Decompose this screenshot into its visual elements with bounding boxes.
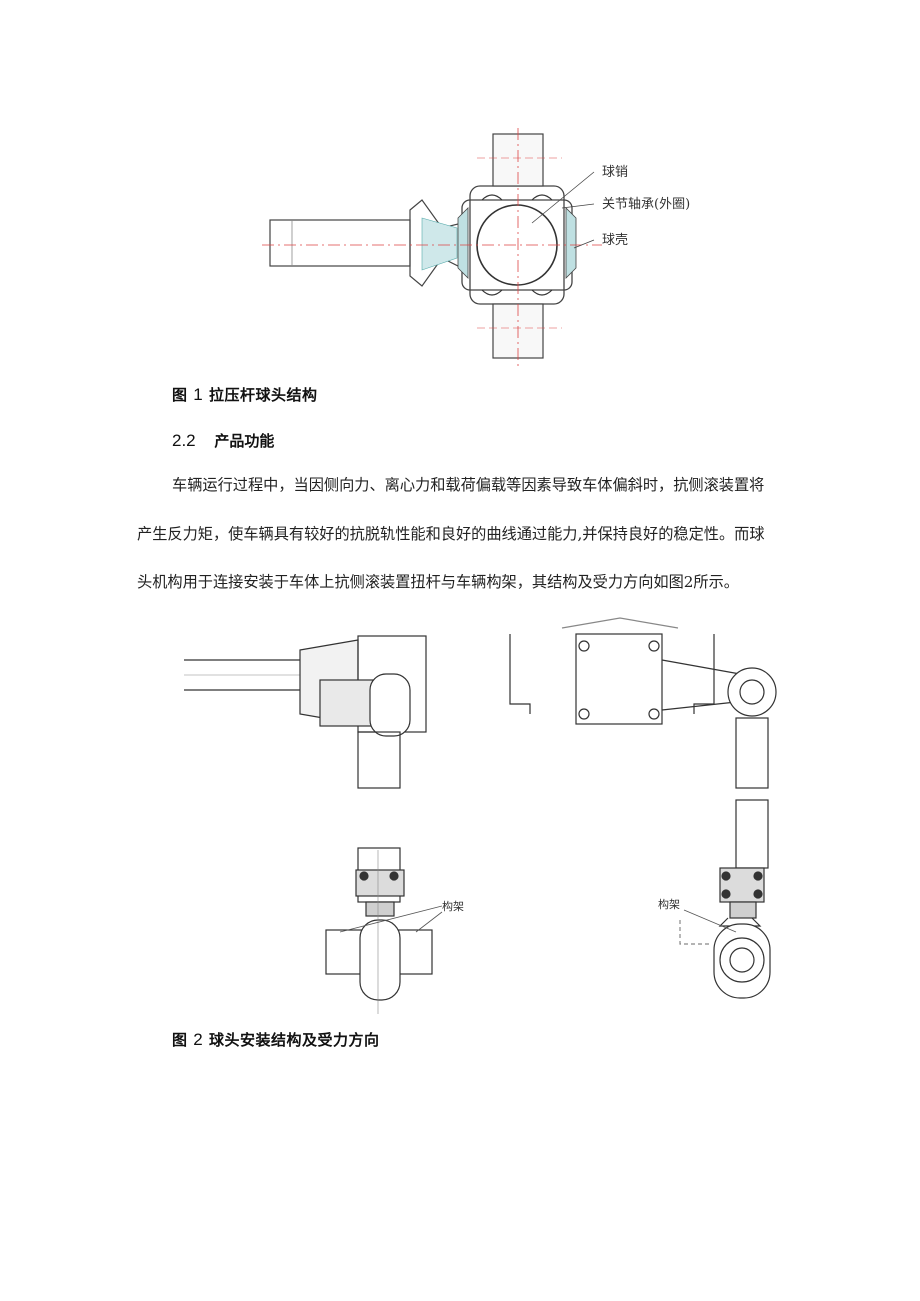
section-title: 产品功能 (214, 432, 275, 450)
label-ball-shell: 球壳 (602, 233, 628, 248)
paragraph-line-3: 头机构用于连接安装于车体上抗侧滚装置扭杆与车辆构架，其结构及受力方向如图2所示。 (137, 573, 739, 591)
figure-2-caption-number: 2 (193, 1030, 204, 1049)
label-ball-pin: 球销 (602, 165, 628, 180)
figure-2-caption: 图 2 球头安装结构及受力方向 (172, 1029, 379, 1050)
figure-1-caption-prefix: 图 (172, 386, 188, 404)
figure-1-caption: 图 1 拉压杆球头结构 (172, 384, 317, 405)
paragraph-line-2: 产生反力矩，使车辆具有较好的抗脱轨性能和良好的曲线通过能力,并保持良好的稳定性。… (137, 525, 765, 543)
label-joint-bearing: 关节轴承(外圈) (602, 197, 690, 212)
figure-1-caption-number: 1 (193, 385, 204, 404)
figure-2-caption-prefix: 图 (172, 1031, 188, 1049)
section-heading: 2.2 产品功能 (172, 430, 274, 451)
label-frame-left: 构架 (442, 899, 464, 913)
figure-1-caption-text: 拉压杆球头结构 (208, 386, 318, 404)
figure-2-drawing: 构架 构架 (184, 617, 777, 1014)
paragraph-line-1: 车辆运行过程中，当因侧向力、离心力和载荷偏载等因素导致车体偏斜时，抗侧滚装置将 (172, 476, 765, 494)
label-frame-right: 构架 (658, 897, 680, 911)
figure-1-drawing: 球销 关节轴承(外圈) 球壳 (262, 128, 690, 368)
figure-2-caption-text: 球头安装结构及受力方向 (208, 1031, 380, 1049)
section-number: 2.2 (172, 431, 196, 450)
